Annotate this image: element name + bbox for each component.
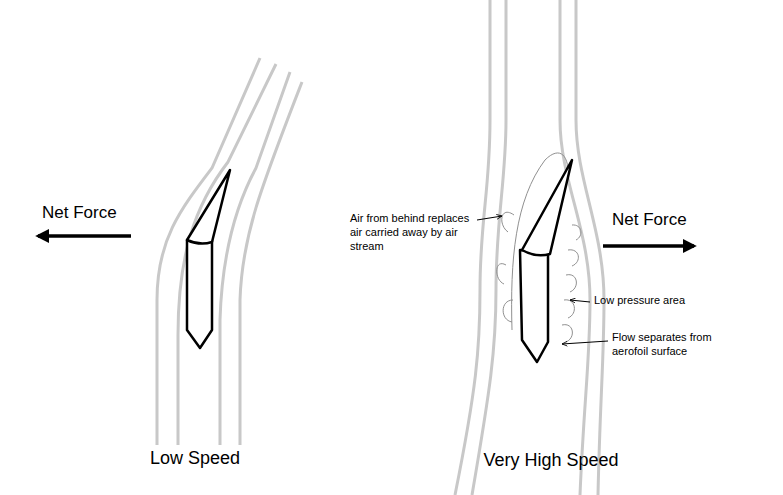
- force-arrow: [38, 234, 131, 238]
- sail-boat-high: [520, 160, 572, 362]
- sail-boat-low: [187, 170, 230, 348]
- leader-line: [562, 341, 608, 344]
- caption-label: Very High Speed: [483, 449, 618, 472]
- force-label: Net Force: [612, 209, 687, 230]
- note-label: Flow separates from aerofoil surface: [612, 331, 742, 359]
- caption-label: Low Speed: [150, 447, 240, 470]
- leader-line: [477, 216, 502, 220]
- force-label: Net Force: [42, 202, 117, 223]
- note-label: Low pressure area: [594, 294, 685, 308]
- leader-line: [570, 300, 590, 302]
- streamlines-high: [455, 0, 604, 495]
- streamlines-low: [157, 58, 302, 445]
- force-arrow: [603, 244, 694, 248]
- note-label: Air from behind replaces air carried awa…: [350, 212, 472, 253]
